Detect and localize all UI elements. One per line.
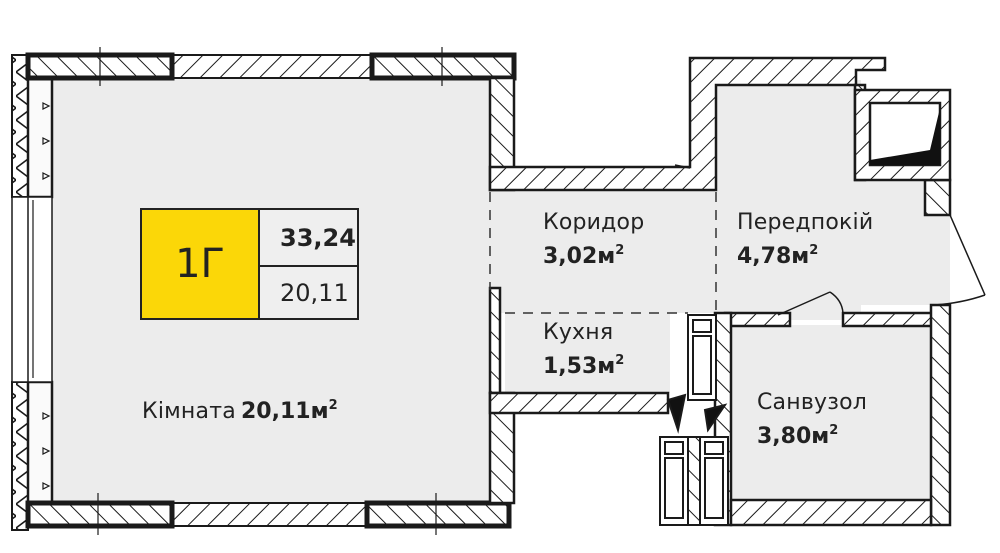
living-area: 20,11 — [280, 278, 349, 307]
top-wall — [25, 47, 517, 86]
room-area: 4,78м2 — [737, 243, 819, 269]
room-name: Коридор — [543, 210, 645, 235]
room-label-living: Кімната 20,11м2 — [142, 398, 338, 424]
room-dividers — [489, 192, 717, 314]
room-area: 3,02м2 — [543, 243, 625, 269]
bottom-wall — [25, 493, 512, 535]
room-name: Кімната — [142, 399, 236, 424]
room-name: Санвузол — [757, 390, 868, 415]
room-label-bathroom: Санвузол 3,80м2 — [757, 390, 867, 449]
ventilation-shaft — [853, 88, 952, 182]
room-name: Кухня — [543, 320, 614, 345]
room-label-corridor: Коридор 3,02м2 — [543, 210, 644, 269]
room-area: 1,53м2 — [543, 353, 625, 379]
room-area: 3,80м2 — [757, 423, 839, 449]
room-area: 20,11м2 — [240, 398, 338, 424]
inner-walls — [488, 56, 952, 527]
floor-areas — [52, 78, 950, 503]
apartment-code: 1Г — [142, 210, 260, 318]
total-area: 33,24 — [260, 210, 357, 267]
apartment-badge: 1Г 33,24 20,11 — [140, 208, 359, 320]
room-label-kitchen: Кухня 1,53м2 — [543, 320, 624, 379]
room-label-hallway: Передпокій 4,78м2 — [737, 210, 873, 269]
room-name: Передпокій — [737, 210, 874, 235]
left-exterior-wall — [11, 54, 54, 531]
utility-shafts — [659, 314, 729, 526]
doors — [674, 164, 986, 316]
